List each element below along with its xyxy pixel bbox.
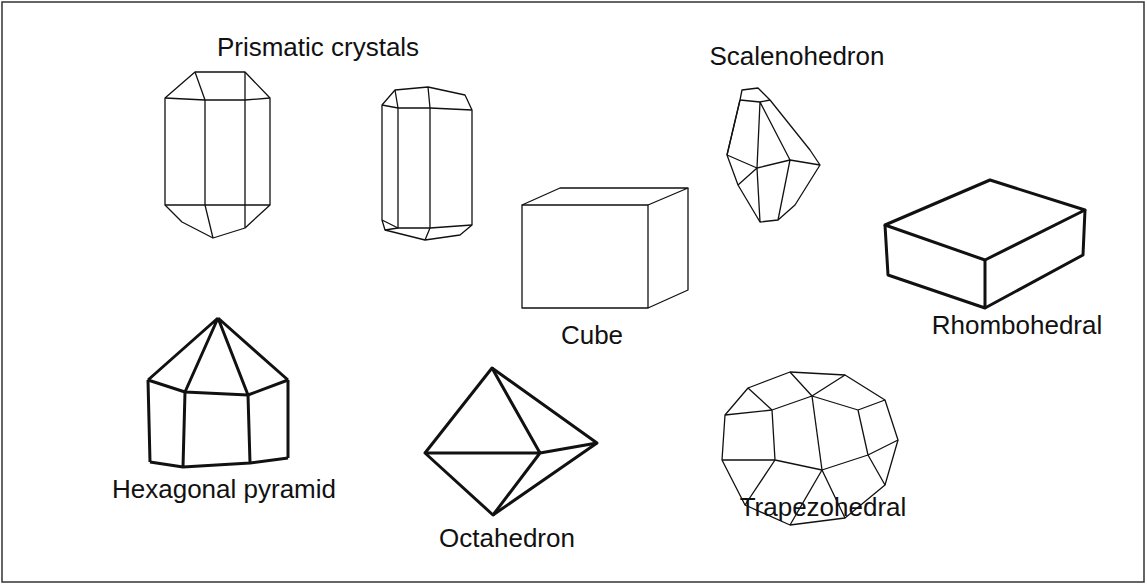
rhombohedral-crystal [885, 180, 1085, 308]
shape-label: Cube [561, 321, 623, 351]
shape-label: Rhombohedral [932, 311, 1103, 341]
shape-label: Octahedron [439, 524, 575, 554]
cube-crystal [522, 188, 688, 308]
octahedron-crystal [425, 368, 597, 515]
shape-label: Hexagonal pyramid [112, 475, 336, 505]
hexagonal-pyramid-crystal [148, 318, 288, 467]
scalenohedron-crystal [727, 88, 820, 222]
shape-label: Prismatic crystals [217, 33, 419, 63]
prismatic-crystal [165, 72, 270, 238]
prismatic-crystal [382, 87, 472, 240]
shape-label: Trapezohedral [740, 493, 907, 523]
shape-label: Scalenohedron [710, 42, 885, 72]
